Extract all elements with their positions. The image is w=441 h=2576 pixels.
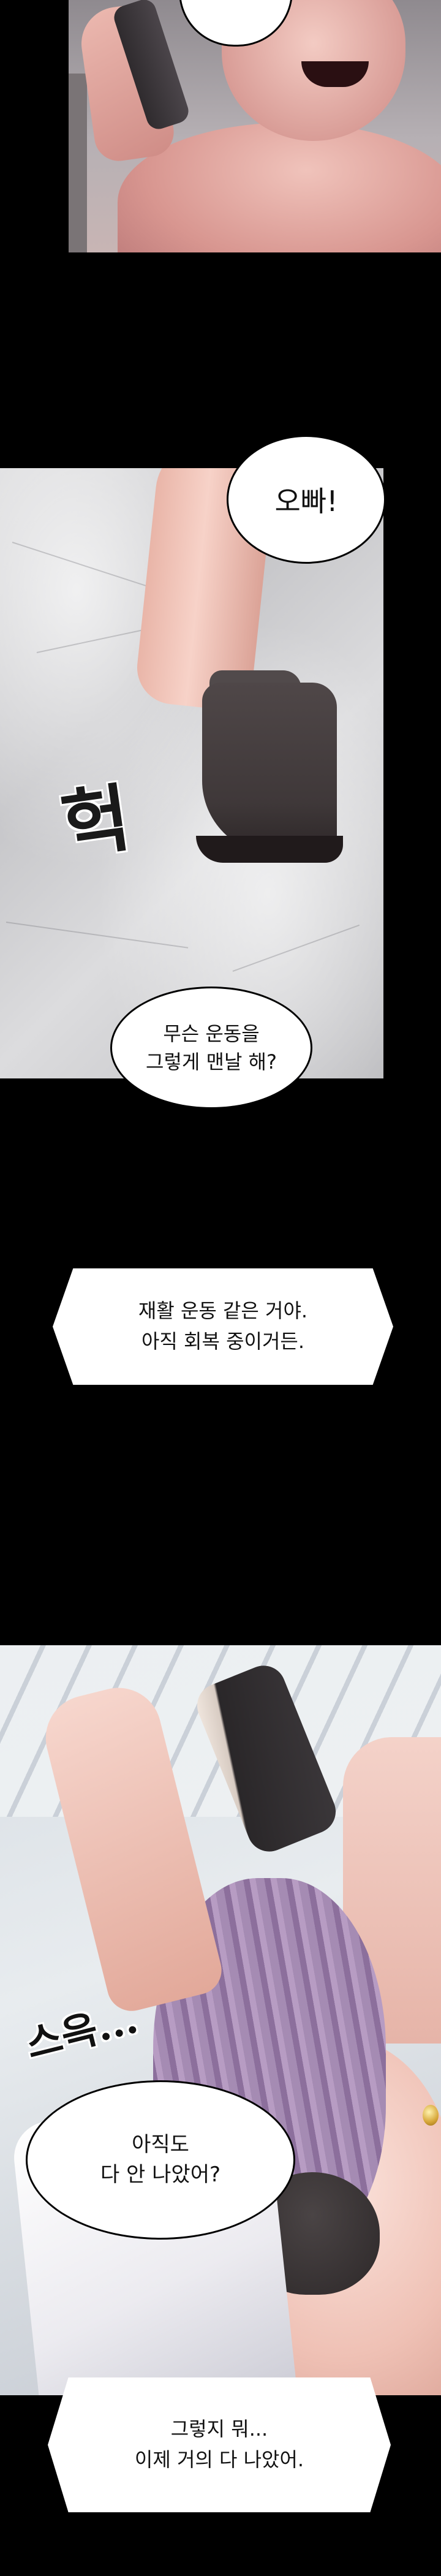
- marble-vein: [12, 542, 153, 589]
- speech-text: 오빠!: [274, 485, 338, 518]
- marble-vein: [6, 922, 189, 949]
- sfx-swoosh: 스윽...: [21, 1996, 143, 2069]
- narration-box-almost-healed: 그렇지 뭐... 이제 거의 다 나았어.: [48, 2377, 391, 2512]
- sfx-gasp: 헉: [56, 774, 136, 869]
- narration-box-rehab: 재활 운동 같은 거야. 아직 회복 중이거든.: [53, 1268, 393, 1385]
- panel-girl-on-phone: 스윽...: [0, 1645, 441, 2395]
- boot-sole: [196, 836, 343, 863]
- speech-text: 아직도 다 안 나았어?: [100, 2132, 221, 2187]
- narration-text: 그렇지 뭐... 이제 거의 다 나았어.: [134, 2417, 304, 2471]
- speech-bubble-oppa: 오빠!: [227, 435, 386, 564]
- panel-walking-boot: 헉: [0, 468, 383, 1078]
- background-pillar: [69, 74, 87, 252]
- speech-text: 무슨 운동을 그렇게 맨날 해?: [146, 1021, 277, 1074]
- marble-vein: [232, 924, 360, 972]
- panel-phone-call-man: [69, 0, 441, 252]
- narration-text: 재활 운동 같은 거야. 아직 회복 중이거든.: [138, 1299, 308, 1353]
- speech-bubble-not-healed-question: 아직도 다 안 나았어?: [26, 2080, 295, 2240]
- speech-bubble-exercise-question: 무슨 운동을 그렇게 맨날 해?: [110, 987, 312, 1109]
- ankle-boot: [202, 683, 337, 854]
- man-chest: [118, 123, 441, 252]
- pendant-necklace: [423, 2105, 439, 2126]
